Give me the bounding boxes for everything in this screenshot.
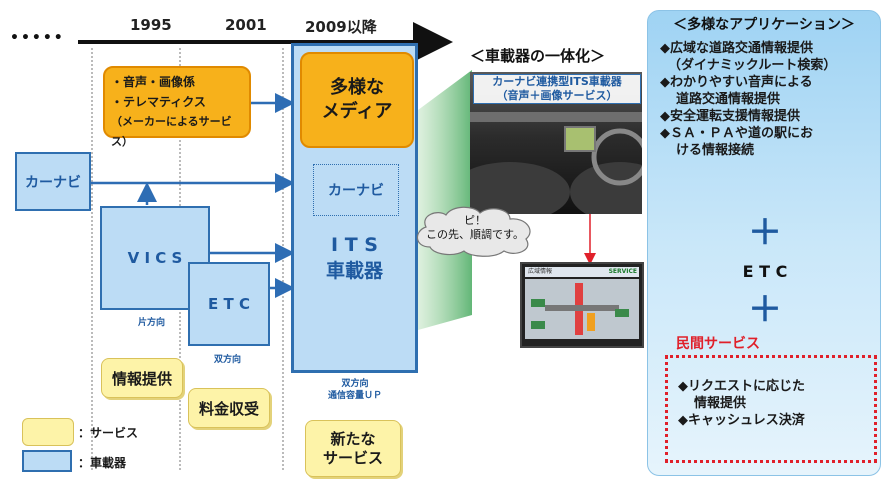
service-info-note: 情報提供 <box>101 358 183 398</box>
vics-direction-note: 片方向 <box>138 318 166 328</box>
inner-carnavi-label: カーナビ <box>328 183 384 199</box>
plus-sign-1: ＋ <box>748 213 782 253</box>
carnavi-label: カーナビ <box>25 174 81 191</box>
its-note-line-2: 通信容量ＵＰ <box>327 391 382 401</box>
legend-device-swatch <box>22 450 72 472</box>
etc-box: E T C <box>188 262 270 346</box>
year-2009: 2009以降 <box>305 18 377 36</box>
app-item-3: ◆安全運転支援情報提供 <box>660 109 800 124</box>
speech-line-1: ピ！ <box>464 214 486 227</box>
service-info-label: 情報提供 <box>111 369 172 388</box>
service-fee-note: 料金収受 <box>188 388 270 428</box>
telematics-line-3: （メーカーによるサービス） <box>111 115 232 148</box>
year-2001: 2001 <box>225 16 267 34</box>
its-label: I T S 車載器 <box>293 232 416 284</box>
media-box: 多様な メディア <box>300 52 414 148</box>
speech-cloud-shape <box>416 206 531 257</box>
private-item-1-sub: 情報提供 <box>694 396 747 411</box>
service-fee-label: 料金収受 <box>198 399 259 418</box>
carnavi-box: カーナビ <box>15 152 91 211</box>
app-item-4: ◆ＳＡ・ＰＡや道の駅にお <box>660 126 813 141</box>
navi-screen: 広域情報 SERVICE <box>520 262 644 348</box>
legend-service-label: ：サービス <box>78 426 139 440</box>
car-interior-photo: カーナビ連携型ITS車載器 （音声＋画像サービス） <box>470 72 642 214</box>
photo-caption-line-1: カーナビ連携型ITS車載器 <box>492 75 622 88</box>
etc-direction-note: 双方向 <box>214 355 242 365</box>
navi-screen-map <box>525 279 639 339</box>
applications-title: ＜多様なアプリケーション＞ <box>673 17 855 33</box>
applications-panel <box>647 10 881 476</box>
speech-text: ピ！ この先、順調です。 <box>410 214 540 242</box>
its-label-line-1: I T S <box>331 234 378 256</box>
private-services-title: 民間サービス <box>676 336 760 352</box>
inner-carnavi-box: カーナビ <box>313 164 399 216</box>
private-item-2: ◆キャッシュレス決済 <box>678 413 805 428</box>
service-new-line-2: サービス <box>322 448 383 467</box>
telematics-line-2: ・テレマティクス <box>111 95 206 109</box>
speech-cloud: ピ！ この先、順調です。 <box>410 205 540 257</box>
its-note: 双方向 通信容量ＵＰ <box>300 378 410 402</box>
navi-screen-header: 広域情報 SERVICE <box>525 267 639 277</box>
photo-caption-line-2: （音声＋画像サービス） <box>496 89 618 102</box>
plus-sign-2: ＋ <box>748 290 782 330</box>
integration-fan <box>418 70 472 330</box>
telematics-line-1: ・音声・画像係 <box>111 75 196 89</box>
service-new-line-1: 新たな <box>330 429 376 448</box>
etc-label: E T C <box>208 295 250 313</box>
integration-title: ＜車載器の一体化＞ <box>470 47 606 65</box>
navi-header-right: SERVICE <box>608 268 637 275</box>
app-item-2: ◆わかりやすい音声による <box>660 75 813 90</box>
photo-caption: カーナビ連携型ITS車載器 （音声＋画像サービス） <box>473 74 641 104</box>
navi-map-drawing <box>531 283 629 335</box>
car-interior-drawing <box>470 112 642 214</box>
timeline-dots: ••••• <box>10 30 65 46</box>
year-1995: 1995 <box>130 16 172 34</box>
app-item-2-sub: 道路交通情報提供 <box>676 92 781 107</box>
private-services-box: ◆リクエストに応じた 情報提供 ◆キャッシュレス決済 <box>665 355 877 463</box>
apps-etc-label: E T C <box>742 262 788 281</box>
legend-service-swatch <box>22 418 74 446</box>
app-item-1: ◆広域な道路交通情報提供 <box>660 41 813 56</box>
its-note-line-1: 双方向 <box>341 379 369 389</box>
legend-device-label: ：車載器 <box>78 456 127 470</box>
service-new-note: 新たな サービス <box>305 420 401 477</box>
app-item-4-sub: ける情報接続 <box>676 143 755 158</box>
navi-header-left: 広域情報 <box>528 268 553 275</box>
speech-line-2: この先、順調です。 <box>426 228 524 241</box>
telematics-callout: ・音声・画像係 ・テレマティクス （メーカーによるサービス） <box>103 66 251 148</box>
media-line-2: メディア <box>321 101 393 122</box>
media-line-1: 多様な <box>330 77 384 98</box>
app-item-1-sub: （ダイナミックルート検索） <box>668 58 837 73</box>
its-label-line-2: 車載器 <box>325 260 383 282</box>
applications-list: ◆広域な道路交通情報提供 （ダイナミックルート検索） ◆わかりやすい音声による … <box>660 40 880 159</box>
private-item-1: ◆リクエストに応じた <box>678 379 805 394</box>
vics-label: V I C S <box>127 249 183 267</box>
